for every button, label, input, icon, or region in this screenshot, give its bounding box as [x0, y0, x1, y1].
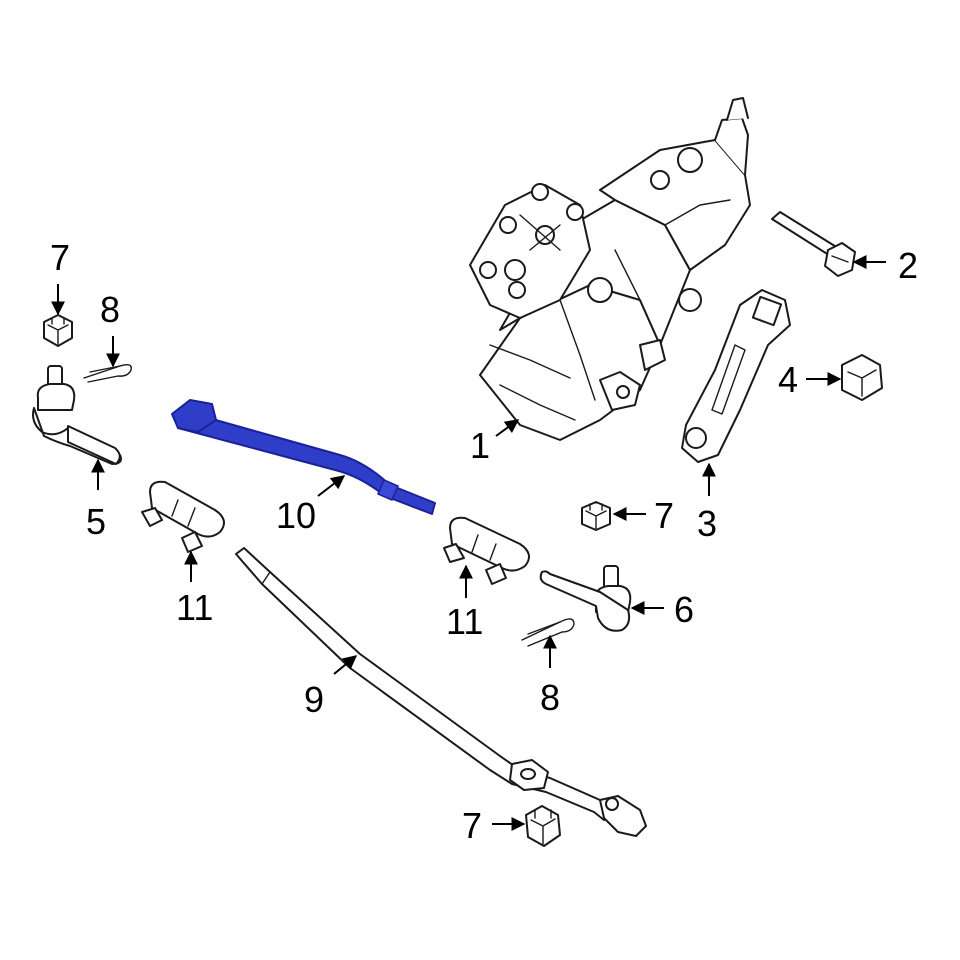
callout-6: 6: [674, 589, 694, 630]
pitman-arm[interactable]: [681, 289, 791, 463]
leader-lines: [51, 255, 886, 831]
callout-9: 9: [304, 679, 324, 720]
tie-rod-end-left[interactable]: [32, 365, 122, 465]
adjusting-sleeve-right[interactable]: [443, 516, 530, 585]
castle-nut-middle[interactable]: [581, 501, 611, 531]
castle-nut-top-left[interactable]: [43, 314, 73, 347]
callout-7-bottom: 7: [462, 805, 482, 846]
bolt[interactable]: [771, 211, 856, 277]
callout-5: 5: [86, 501, 106, 542]
callout-11-left: 11: [176, 587, 213, 628]
nut[interactable]: [841, 354, 883, 401]
tie-rod-highlighted[interactable]: [171, 399, 436, 515]
cotter-pin-bottom[interactable]: [521, 618, 575, 647]
callout-7-top-left: 7: [50, 237, 70, 278]
callout-7-middle: 7: [654, 495, 674, 536]
adjusting-sleeve-left[interactable]: [141, 480, 225, 553]
cotter-pin-top[interactable]: [83, 363, 132, 383]
callout-4: 4: [778, 359, 798, 400]
callout-2: 2: [898, 245, 918, 286]
callout-8-bottom: 8: [540, 677, 560, 718]
tie-rod-end-right[interactable]: [539, 565, 632, 632]
drag-link[interactable]: [235, 547, 647, 837]
callout-labels: 1 2 3 4 5 6 7 7 7 8 8 9 10 11 11: [50, 237, 918, 846]
castle-nut-bottom[interactable]: [525, 805, 561, 847]
callout-8-top: 8: [100, 289, 120, 330]
callout-11-right: 11: [446, 601, 483, 642]
callout-1: 1: [470, 425, 490, 466]
callout-3: 3: [697, 503, 717, 544]
steering-gear[interactable]: [469, 97, 751, 441]
callout-10: 10: [276, 495, 316, 536]
